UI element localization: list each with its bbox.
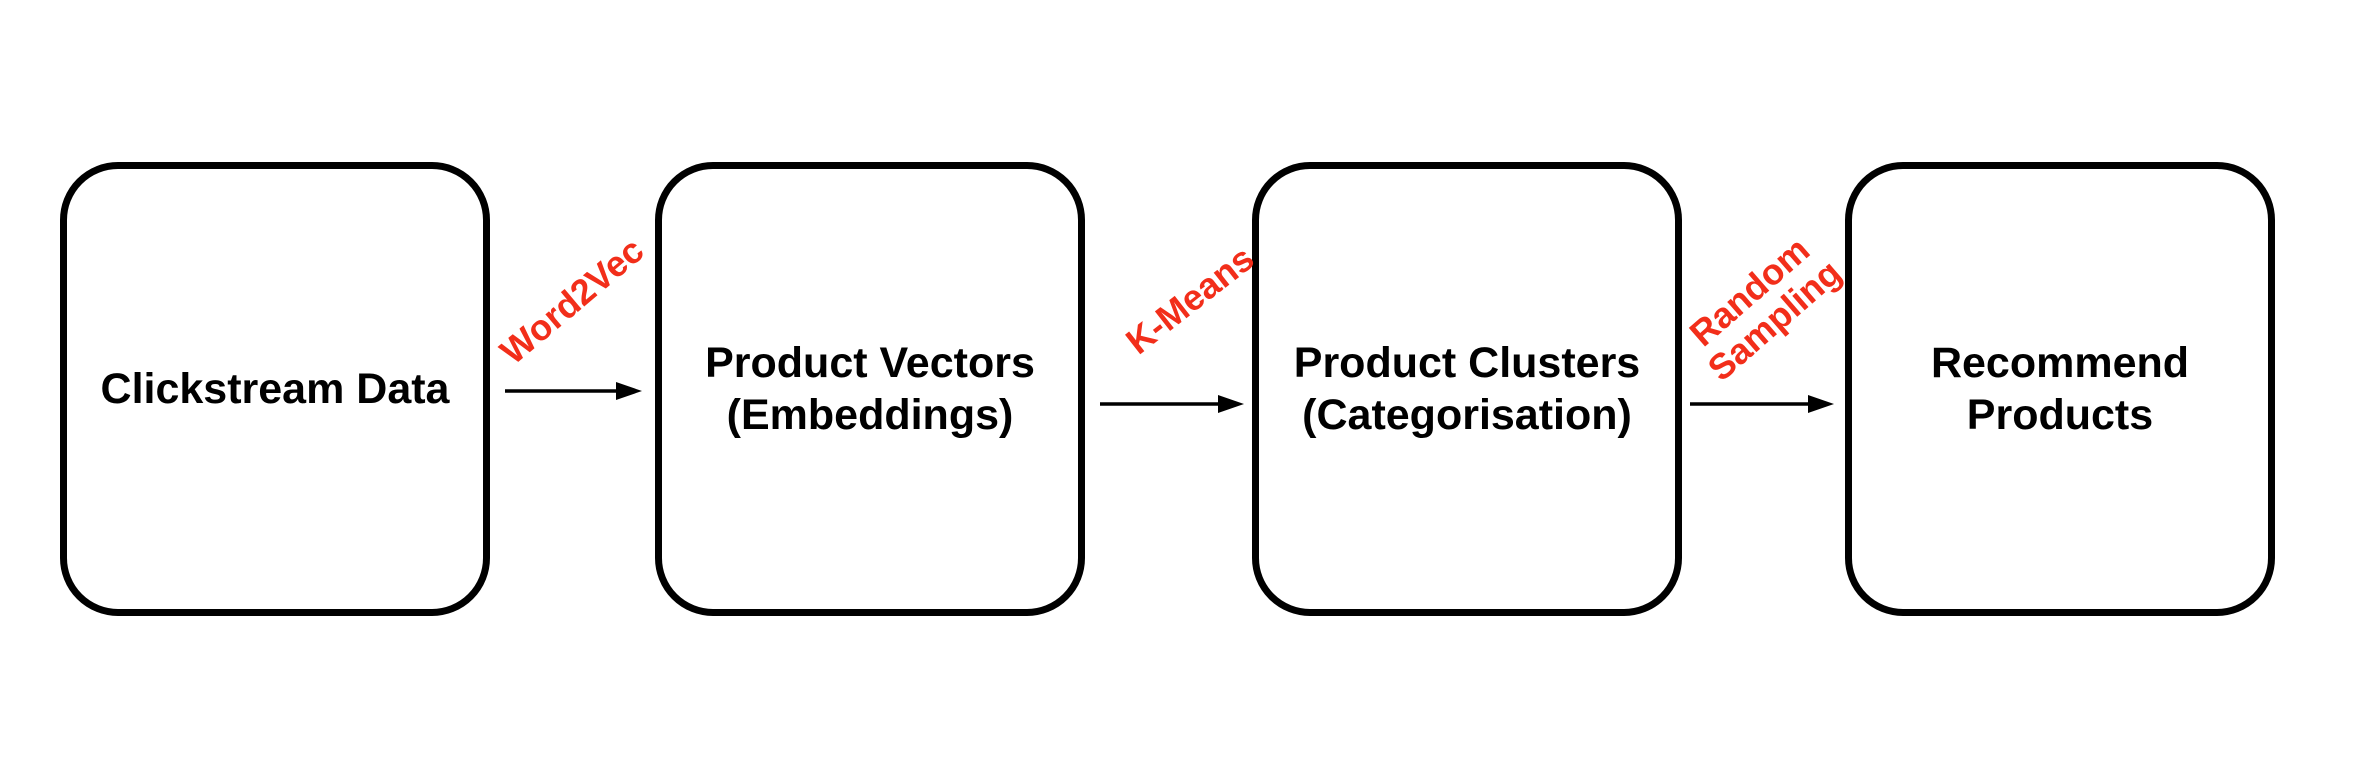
edge-label-random-sampling: Random Sampling [1681, 228, 1849, 389]
node-clickstream-data-label: Clickstream Data [100, 364, 450, 413]
edge-label-word2vec: Word2Vec [492, 229, 652, 373]
node-product-vectors: Product Vectors (Embeddings) [655, 162, 1085, 616]
node-product-clusters: Product Clusters (Categorisation) [1252, 162, 1682, 616]
node-clickstream-data: Clickstream Data [60, 162, 490, 616]
arrow-k-means [1100, 395, 1244, 413]
node-recommend-products: Recommend Products [1845, 162, 2275, 616]
node-product-clusters-label: Product Clusters (Categorisation) [1293, 338, 1641, 439]
arrow-word2vec [505, 382, 642, 400]
edge-label-k-means: K-Means [1118, 237, 1262, 363]
arrow-random-sampling [1690, 395, 1834, 413]
node-product-vectors-label: Product Vectors (Embeddings) [705, 338, 1035, 439]
node-recommend-products-label: Recommend Products [1930, 338, 2190, 439]
